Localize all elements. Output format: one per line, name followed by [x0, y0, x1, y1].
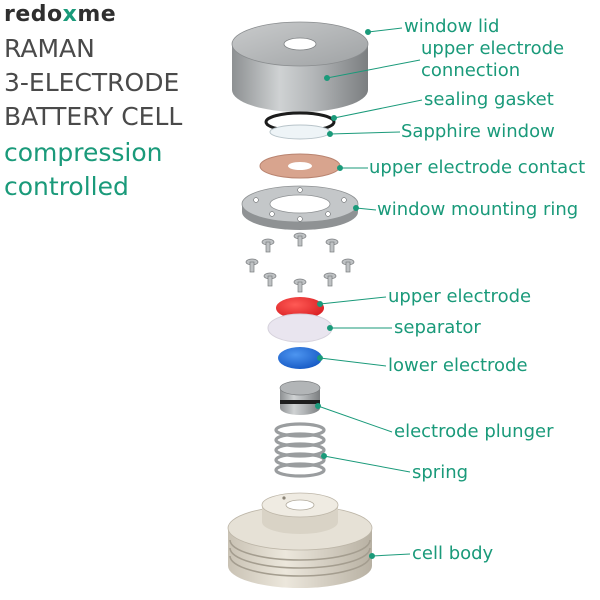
- label-upper-electrode-contact: upper electrode contact: [369, 157, 586, 178]
- label-window-mounting-ring: window mounting ring: [377, 199, 579, 220]
- label-spring: spring: [412, 462, 469, 483]
- upper-electrode-disc: [276, 297, 324, 319]
- label-cell-body: cell body: [412, 543, 494, 564]
- subtitle-line-1: compression: [4, 138, 163, 167]
- label-upper-electrode-connection-1: upper electrode: [421, 38, 565, 59]
- title-line-2: 3-ELECTRODE: [4, 68, 180, 97]
- label-window-lid: window lid: [404, 16, 500, 37]
- label-sealing-gasket: sealing gasket: [424, 89, 554, 110]
- label-upper-electrode: upper electrode: [388, 286, 532, 307]
- lower-electrode-disc: [278, 347, 322, 369]
- title-line-3: BATTERY CELL: [4, 102, 183, 131]
- subtitle-line-2: controlled: [4, 172, 129, 201]
- spring: [274, 422, 326, 478]
- window-lid: [231, 21, 369, 112]
- title-line-1: RAMAN: [4, 34, 95, 63]
- label-lower-electrode: lower electrode: [388, 355, 528, 376]
- label-separator: separator: [394, 317, 481, 338]
- leader-lines: [315, 27, 423, 559]
- mounting-screws: [245, 232, 355, 293]
- window-mounting-ring: [241, 185, 359, 230]
- label-sapphire-window: Sapphire window: [401, 121, 555, 142]
- label-electrode-plunger: electrode plunger: [394, 421, 554, 442]
- sapphire-window: [269, 124, 331, 140]
- label-upper-electrode-connection-2: connection: [421, 60, 521, 81]
- separator-disc: [267, 313, 333, 343]
- redoxme-logo: redoxme: [4, 2, 117, 27]
- cell-body: [227, 492, 373, 588]
- upper-electrode-contact: [259, 153, 341, 179]
- electrode-plunger: [279, 380, 321, 415]
